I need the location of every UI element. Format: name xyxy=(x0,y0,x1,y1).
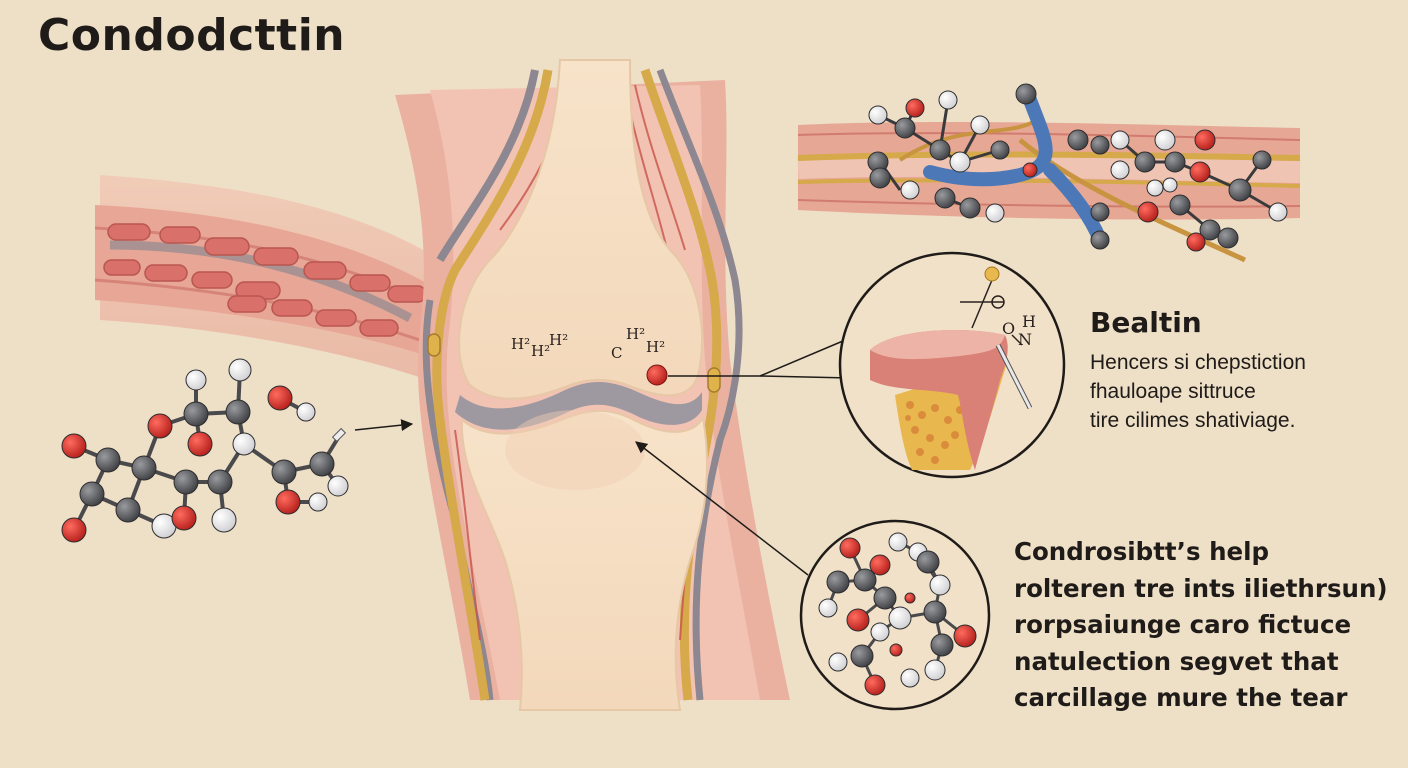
arrow-icon xyxy=(354,419,414,432)
tibia xyxy=(460,409,708,711)
page-title: Condodcttin xyxy=(38,10,346,61)
chem-label: O xyxy=(1002,319,1016,338)
pointer-lines xyxy=(354,337,851,576)
callout-2-line: Condrosibtt’s help xyxy=(1014,537,1270,566)
callout-1-line: tire cilimes shativiage. xyxy=(1090,409,1296,432)
joint-label: H² xyxy=(531,342,551,360)
callout-2-line: rorpsaiunge caro fictuce xyxy=(1014,610,1352,639)
callout-circle-cartilage xyxy=(838,251,1066,479)
joint-label: H² xyxy=(646,338,666,356)
joint-label: H² xyxy=(549,331,569,349)
joint-label: C xyxy=(611,344,623,362)
femur xyxy=(458,59,704,400)
arrow-icon xyxy=(635,441,809,576)
chem-label: N xyxy=(1018,330,1032,349)
callout-2-text: Condrosibtt’s help rolteren tre ints ili… xyxy=(1014,534,1394,717)
callout-1-line: Hencers si chepstiction xyxy=(1090,351,1306,374)
joint-label: H² xyxy=(511,335,531,353)
callout-1-text: Hencers si chepstiction fhauloape sittru… xyxy=(1090,348,1390,435)
callout-2-line: rolteren tre ints iliethrsun) xyxy=(1014,573,1388,603)
joint-label: H² xyxy=(626,325,646,343)
molecule-icon xyxy=(61,358,349,543)
joint-cartilage xyxy=(455,382,702,430)
joint-atom xyxy=(646,364,668,386)
callout-circle-molecule xyxy=(799,519,991,711)
cartilage-icon xyxy=(870,266,1033,470)
muscle-band xyxy=(94,175,455,390)
callout-2-line: natulection segvet that xyxy=(1014,646,1339,676)
callout-2-line: carcillage mure the tear xyxy=(1014,683,1348,712)
callout-1-title: Bealtin xyxy=(1090,306,1202,339)
tissue-strip xyxy=(797,83,1301,263)
chem-label: H xyxy=(1022,312,1036,331)
callout-1-line: fhauloape sittruce xyxy=(1090,380,1256,403)
